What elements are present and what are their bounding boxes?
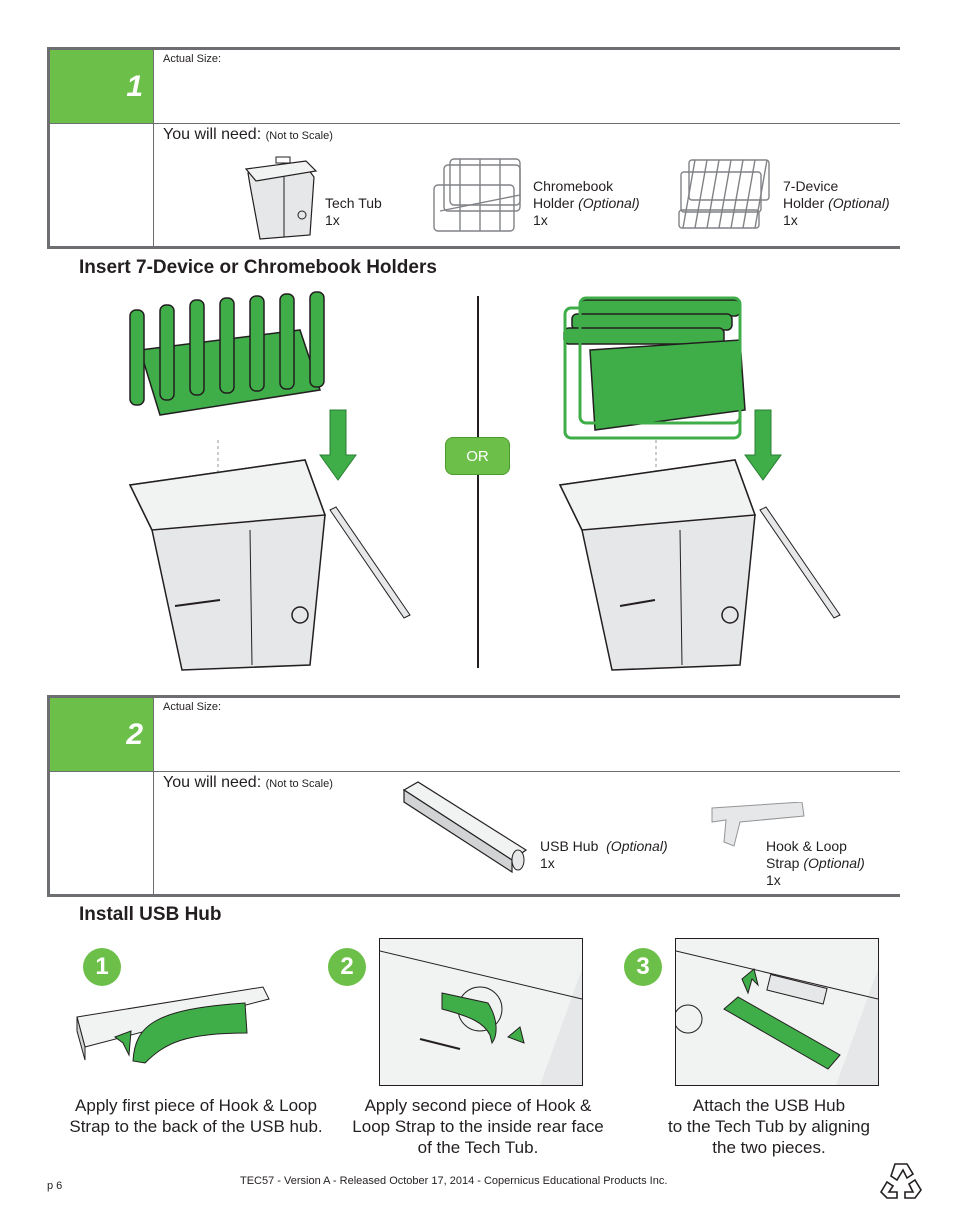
substep-1-caption-line-2: Strap to the back of the USB hub. bbox=[69, 1117, 323, 1136]
seven-device-holder-qty: 1x bbox=[783, 212, 798, 228]
substep-1-caption-line-1: Apply first piece of Hook & Loop bbox=[75, 1096, 317, 1115]
step-2-number: 2 bbox=[50, 698, 153, 771]
you-will-need-label-2: You will need: (Not to Scale) bbox=[163, 774, 333, 792]
substep-3-image bbox=[676, 939, 878, 1085]
hook-loop-strap-qty: 1x bbox=[766, 872, 781, 888]
substep-2-caption-line-1: Apply second piece of Hook & bbox=[364, 1096, 592, 1115]
chromebook-insert-illustration bbox=[558, 296, 841, 671]
usb-hub-label: USB Hub (Optional) 1x bbox=[540, 838, 668, 872]
seven-device-holder-image bbox=[678, 159, 770, 229]
recycle-icon bbox=[879, 1163, 922, 1199]
page-number: p 6 bbox=[47, 1180, 63, 1192]
usb-hub-qty: 1x bbox=[540, 855, 555, 871]
hook-loop-strap-image bbox=[711, 802, 805, 847]
usb-hub-name: USB Hub bbox=[540, 838, 599, 854]
you-will-need-text-2: You will need: bbox=[163, 774, 262, 791]
substep-3-caption-line-2: to the Tech Tub by aligning bbox=[668, 1117, 870, 1136]
tech-tub-image bbox=[244, 156, 318, 240]
or-divider bbox=[477, 296, 479, 668]
hook-loop-strap-word: Strap bbox=[766, 855, 800, 871]
substep-1-image bbox=[76, 986, 270, 1064]
chromebook-holder-optional: (Optional) bbox=[578, 195, 640, 211]
substep-1-number: 1 bbox=[83, 948, 121, 986]
not-to-scale-note-2: (Not to Scale) bbox=[265, 778, 333, 790]
step-2-row-divider bbox=[50, 771, 900, 772]
tech-tub-name: Tech Tub bbox=[325, 195, 382, 211]
substep-2-caption: Apply second piece of Hook & Loop Strap … bbox=[340, 1095, 616, 1158]
substep-2-caption-line-2: Loop Strap to the inside rear face bbox=[352, 1117, 604, 1136]
seven-device-holder-optional: (Optional) bbox=[828, 195, 890, 211]
you-will-need-label: You will need: (Not to Scale) bbox=[163, 126, 333, 144]
chromebook-holder-image bbox=[433, 158, 521, 232]
substep-3-caption: Attach the USB Hub to the Tech Tub by al… bbox=[631, 1095, 907, 1158]
substep-2-image-frame bbox=[379, 938, 583, 1086]
chromebook-holder-name2: Holder (Optional) bbox=[533, 195, 640, 212]
substep-3-number: 3 bbox=[624, 948, 662, 986]
footer-text: TEC57 - Version A - Released October 17,… bbox=[240, 1175, 668, 1187]
hook-loop-strap-optional: (Optional) bbox=[803, 855, 865, 871]
usb-hub-image bbox=[402, 781, 528, 874]
step-1-row-divider bbox=[50, 123, 900, 124]
substep-3-caption-line-1: Attach the USB Hub bbox=[692, 1096, 846, 1115]
chromebook-holder-qty: 1x bbox=[533, 212, 548, 228]
step-1-number: 1 bbox=[50, 50, 153, 123]
step-2-divider bbox=[153, 698, 154, 894]
tech-tub-label: Tech Tub 1x bbox=[325, 195, 382, 229]
actual-size-label: Actual Size: bbox=[163, 53, 222, 65]
seven-device-holder-label: 7-Device Holder (Optional) 1x bbox=[783, 178, 890, 229]
substep-2-caption-line-3: of the Tech Tub. bbox=[417, 1138, 539, 1157]
step-1-divider bbox=[153, 50, 154, 246]
step-2-box: 2 Actual Size: You will need: (Not to Sc… bbox=[47, 695, 900, 897]
substep-2-image bbox=[380, 939, 582, 1085]
not-to-scale-note: (Not to Scale) bbox=[265, 130, 333, 142]
seven-device-insert-illustration bbox=[128, 291, 411, 671]
section-1-heading: Insert 7-Device or Chromebook Holders bbox=[79, 257, 437, 278]
actual-size-label-2: Actual Size: bbox=[163, 701, 222, 713]
you-will-need-text: You will need: bbox=[163, 126, 262, 143]
usb-hub-optional: (Optional) bbox=[606, 838, 668, 854]
hook-loop-strap-label: Hook & Loop Strap (Optional) 1x bbox=[766, 838, 865, 889]
substep-1-caption: Apply first piece of Hook & Loop Strap t… bbox=[58, 1095, 334, 1137]
or-badge: OR bbox=[445, 437, 510, 475]
usb-hub-name-row: USB Hub (Optional) bbox=[540, 838, 668, 855]
hook-loop-strap-name2: Strap (Optional) bbox=[766, 855, 865, 872]
seven-device-holder-word: Holder bbox=[783, 195, 825, 211]
substep-3-caption-line-3: the two pieces. bbox=[712, 1138, 826, 1157]
step-1-box: 1 Actual Size: You will need: (Not to Sc… bbox=[47, 47, 900, 249]
hook-loop-strap-name: Hook & Loop bbox=[766, 838, 847, 854]
section-2-heading: Install USB Hub bbox=[79, 904, 222, 925]
seven-device-holder-name: 7-Device bbox=[783, 178, 839, 194]
chromebook-holder-name: Chromebook bbox=[533, 178, 614, 194]
chromebook-holder-word: Holder bbox=[533, 195, 575, 211]
substep-3-image-frame bbox=[675, 938, 879, 1086]
chromebook-holder-label: Chromebook Holder (Optional) 1x bbox=[533, 178, 640, 229]
substep-2-number: 2 bbox=[328, 948, 366, 986]
seven-device-holder-name2: Holder (Optional) bbox=[783, 195, 890, 212]
tech-tub-qty: 1x bbox=[325, 212, 340, 228]
